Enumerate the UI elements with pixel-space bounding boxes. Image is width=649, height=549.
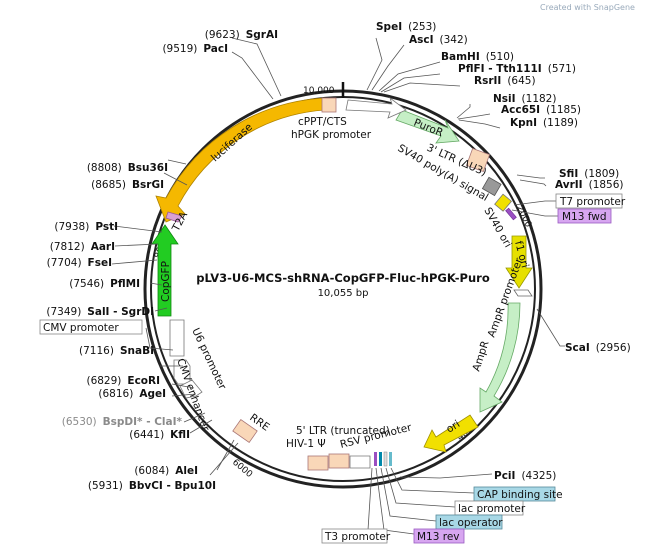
t7-box[interactable] [555, 193, 623, 209]
lac-promoter-label: lac promoter [458, 503, 526, 515]
site-kpni[interactable]: KpnI(1189) [510, 117, 578, 129]
t2a-marker[interactable] [165, 211, 183, 223]
cmv-box[interactable] [39, 319, 143, 335]
cmv-enhancer-box[interactable] [169, 319, 185, 357]
ampr-promoter-label: AmpR promoter [486, 256, 526, 339]
lac-promoter-mark [383, 451, 388, 467]
site-bsu36i[interactable]: (8808)Bsu36I [87, 162, 168, 174]
luciferase-arrow[interactable] [155, 97, 326, 223]
site-ecori[interactable]: (6829)EcoRI [86, 375, 160, 387]
plasmid-name: pLV3-U6-MCS-shRNA-CopGFP-Fluc-hPGK-Puro [196, 271, 490, 285]
hpgk-promoter-arrow[interactable] [345, 96, 407, 119]
tick-2000: 2000 [514, 204, 533, 229]
site-spei[interactable]: SpeI(253) [376, 21, 436, 33]
tick-10000: 10,000 [303, 86, 335, 96]
site-leaders [111, 37, 565, 479]
site-sgrai[interactable]: (9623)SgrAI [205, 29, 278, 41]
cap-site-mark [389, 452, 392, 466]
site-bsrgi[interactable]: (8685)BsrGI [91, 179, 164, 191]
ampr-label: AmpR [470, 339, 491, 373]
u6-promoter-arrow[interactable] [179, 379, 203, 399]
site-kfli[interactable]: (6441)KflI [129, 429, 190, 441]
site-sali[interactable]: (7349)SalI - SgrDI [46, 306, 154, 318]
copgfp-label: CopGFP [160, 261, 172, 302]
cap-label: CAP binding site [477, 489, 563, 501]
site-bamhi[interactable]: BamHI(510) [441, 51, 514, 63]
ltr5-box[interactable] [307, 455, 329, 471]
site-psti[interactable]: (7938)PstI [54, 221, 118, 233]
lac-operator-mark [379, 452, 382, 466]
ampr-arrow[interactable] [479, 302, 521, 413]
rre-box[interactable] [232, 418, 258, 444]
site-snabi[interactable]: (7116)SnaBI [79, 345, 154, 357]
site-sfii[interactable]: SfiI(1809) [559, 168, 619, 180]
site-aari[interactable]: (7812)AarI [50, 241, 115, 253]
ltr5-label: 5' LTR (truncated) [296, 425, 390, 437]
m13-fwd-label: M13 fwd [562, 211, 607, 223]
f1ori-arrow[interactable] [505, 235, 533, 289]
site-fsei[interactable]: (7704)FseI [47, 257, 112, 269]
site-scai[interactable]: ScaI(2956) [565, 342, 631, 354]
cmv-label: CMV promoter [43, 322, 119, 334]
site-pflfi[interactable]: PflFI - Tth111I(571) [458, 63, 576, 75]
site-agei[interactable]: (6816)AgeI [98, 388, 166, 400]
hpgk-label: hPGK promoter [291, 129, 372, 141]
site-pcii[interactable]: PciI(4325) [494, 470, 556, 482]
plasmid-size: 10,055 bp [318, 288, 369, 299]
watermark-text: Created with SnapGene [540, 3, 635, 12]
cppt-box[interactable] [321, 97, 337, 113]
site-pflmi[interactable]: (7546)PflMI [69, 278, 140, 290]
t3-label: T3 promoter [324, 531, 391, 543]
ampr-promoter-marker[interactable] [513, 289, 533, 297]
m13-fwd-mark [505, 207, 517, 221]
site-nsii[interactable]: NsiI(1182) [493, 93, 556, 105]
t3-box[interactable] [321, 528, 388, 544]
site-avrii[interactable]: AvrII(1856) [555, 179, 624, 191]
site-bspdi[interactable]: (6530)BspDI* - ClaI* [62, 416, 183, 428]
site-bbvci[interactable]: (5931)BbvCI - Bpu10I [88, 480, 216, 492]
site-acc65i[interactable]: Acc65I(1185) [501, 104, 581, 116]
site-paci[interactable]: (9519)PacI [162, 43, 228, 55]
ori-arrow[interactable] [423, 414, 479, 453]
puror-arrow[interactable] [395, 109, 460, 144]
hiv-label: HIV-1 Ψ [286, 438, 326, 450]
sv40-polya-box[interactable] [481, 176, 502, 197]
sv40-ori-box[interactable] [494, 193, 513, 212]
m13-fwd-box[interactable] [557, 208, 612, 224]
hiv-box[interactable] [328, 453, 350, 469]
site-alei[interactable]: (6084)AleI [134, 465, 198, 477]
cppt-label: cPPT/CTS [298, 116, 347, 128]
m13-rev-box[interactable] [413, 528, 465, 544]
rsv-promoter-box[interactable] [349, 455, 371, 469]
t7-label: T7 promoter [559, 196, 626, 208]
site-asci[interactable]: AscI(342) [409, 34, 468, 46]
ltr3-box[interactable] [465, 147, 491, 173]
m13-rev-label: M13 rev [417, 531, 460, 543]
m13-rev-mark [374, 452, 377, 466]
lac-operator-label: lac operator [439, 517, 503, 529]
site-rsrii[interactable]: RsrII(645) [474, 75, 536, 87]
lac-operator-box[interactable] [435, 514, 503, 530]
